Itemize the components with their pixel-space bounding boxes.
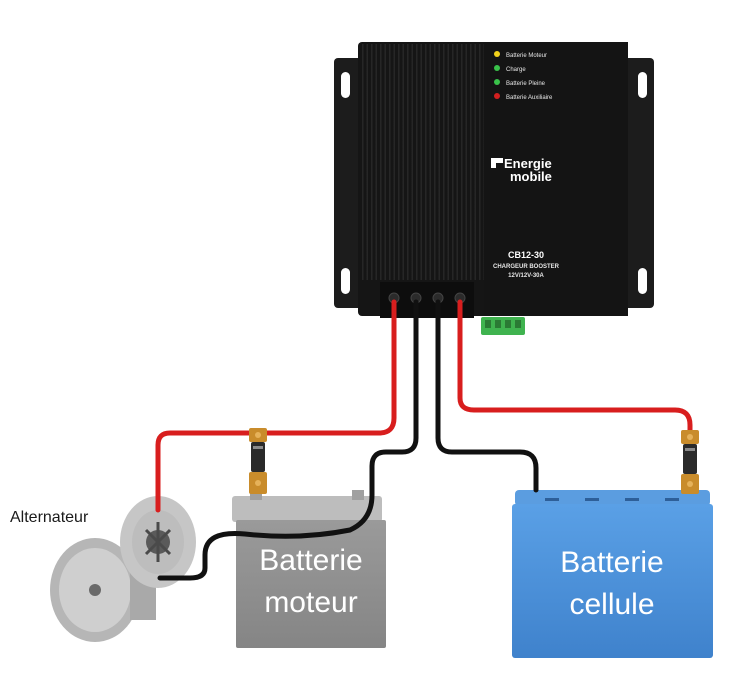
led-charge (494, 65, 500, 71)
heatsink-fin (443, 44, 449, 280)
wire-positive-cell (457, 299, 693, 439)
model-spec: 12V/12V-30A (508, 273, 544, 279)
led-label-batterie-moteur: Batterie Moteur (506, 53, 547, 59)
heatsink-fin (371, 44, 377, 280)
fuse-cell (681, 430, 699, 494)
heatsink-fin (470, 44, 476, 280)
model-number: CB12-30 (508, 250, 544, 260)
brand-logo: Energie mobile (491, 156, 552, 184)
led-indicator-group: Batterie Moteur Charge Batterie Pleine B… (494, 51, 553, 101)
mounting-flange-left (334, 58, 364, 308)
model-subtitle: CHARGEUR BOOSTER (493, 264, 560, 270)
heatsink-fin (407, 44, 413, 280)
wire-negative-cell (435, 299, 539, 493)
heatsink-fin (380, 44, 386, 280)
wiring (155, 299, 693, 581)
cell-battery-body (512, 504, 713, 658)
brand-name-line2: mobile (510, 169, 552, 184)
mounting-flange-right (624, 58, 654, 308)
logo-mark-icon (491, 158, 503, 168)
brand-name-line1: Energie (504, 156, 552, 171)
engine-battery-body (236, 520, 386, 648)
led-batterie-pleine (494, 79, 500, 85)
led-batterie-auxiliaire (494, 93, 500, 99)
engine-battery-lid (232, 496, 382, 522)
charger-booster: Batterie Moteur Charge Batterie Pleine B… (334, 42, 654, 335)
cell-battery-label-line2: cellule (569, 588, 654, 621)
heatsink-fins (362, 44, 485, 280)
led-label-batterie-pleine: Batterie Pleine (506, 81, 546, 87)
engine-battery: Batterie moteur (232, 490, 386, 648)
heatsink-fin (479, 44, 485, 280)
green-signal-connector (481, 317, 525, 335)
led-label-charge: Charge (506, 67, 526, 73)
wire-positive-alternator (155, 299, 397, 513)
heatsink-fin (416, 44, 422, 280)
heatsink-fin (425, 44, 431, 280)
heatsink-fin (461, 44, 467, 280)
heatsink-fin (389, 44, 395, 280)
engine-battery-label-line2: moteur (264, 586, 357, 619)
heatsink-fin (434, 44, 440, 280)
led-label-batterie-auxiliaire: Batterie Auxiliaire (506, 95, 553, 101)
alternator: Alternateur (10, 496, 196, 642)
cell-battery-lid (515, 490, 710, 506)
heatsink-fin (452, 44, 458, 280)
engine-battery-label-line1: Batterie (259, 544, 362, 577)
alternator-label: Alternateur (10, 509, 89, 526)
fuse-engine (249, 428, 267, 494)
wire-negative-engine (157, 299, 419, 581)
cell-battery-label-line1: Batterie (560, 546, 663, 579)
heatsink-fin (398, 44, 404, 280)
heatsink-fin (362, 44, 368, 280)
cell-battery: Batterie cellule (512, 490, 713, 658)
led-batterie-moteur (494, 51, 500, 57)
